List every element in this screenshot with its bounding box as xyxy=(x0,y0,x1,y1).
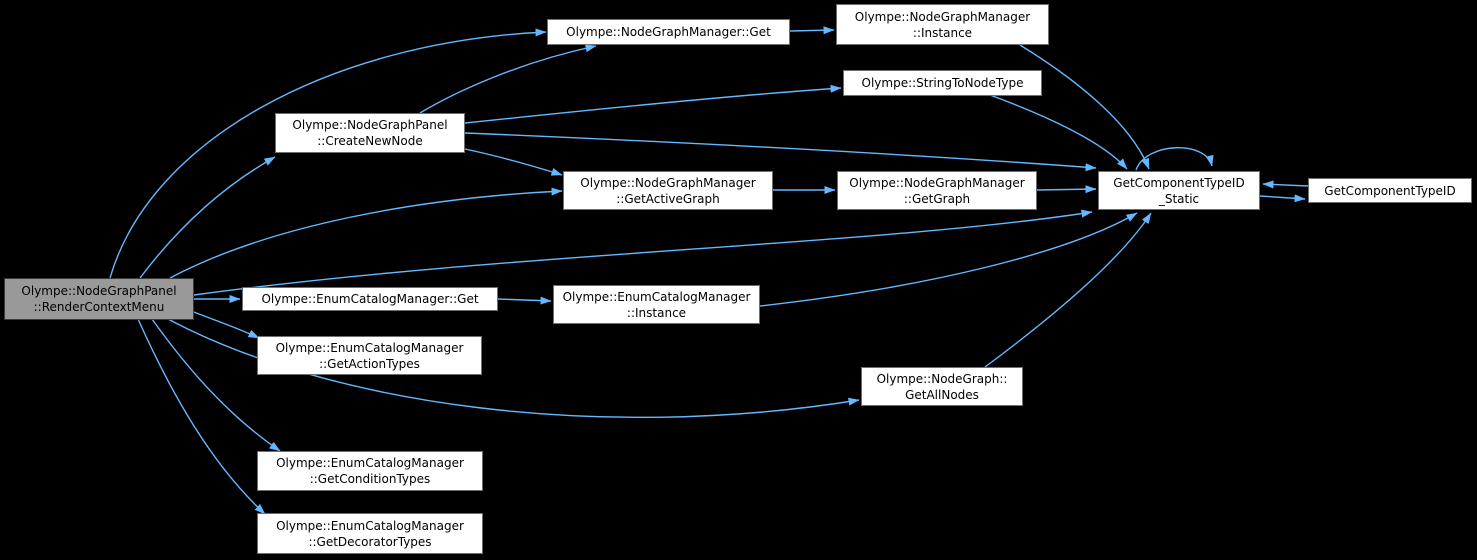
node-label-line: Olympe::NodeGraphManager xyxy=(849,175,1025,190)
node-label-line: ::RenderContextMenu xyxy=(33,300,165,314)
edge-stringtonodetype-to-getcomponenttypeid-static xyxy=(989,94,1128,170)
edge-getallnodes-to-getcomponenttypeid-static xyxy=(984,212,1152,368)
edge-getcomponenttypeid-to-static xyxy=(1262,180,1309,189)
node-label-line: Olympe::NodeGraph:: xyxy=(876,371,1008,386)
edge-rendercontextmenu-to-getactiontypes xyxy=(193,311,260,339)
node-label-line: Olympe::EnumCatalogManager::Get xyxy=(261,292,479,306)
edge-getgraph-to-getcomponenttypeid-static xyxy=(1036,185,1097,194)
node-render-context-menu[interactable]: Olympe::NodeGraphPanel ::RenderContextMe… xyxy=(4,278,194,320)
edge-nodegraphmanager-get-to-instance xyxy=(789,26,835,35)
edge-createnewnode-to-getactivegraph xyxy=(464,148,563,176)
node-string-to-node-type[interactable]: Olympe::StringToNodeType xyxy=(843,70,1042,96)
node-label-line: GetAllNodes xyxy=(905,387,979,402)
edge-enumcatalogmanager-instance-to-getcomponenttypeid-static xyxy=(759,212,1138,307)
node-label-line: ::GetDecoratorTypes xyxy=(308,534,432,549)
node-label-line: Olympe::NodeGraphManager::Get xyxy=(566,25,771,39)
edge-rendercontextmenu-to-getcomponenttypeid-static xyxy=(193,209,1093,296)
node-label-line: ::CreateNewNode xyxy=(317,134,423,148)
edge-enumcatalogmanager-get-to-instance xyxy=(497,296,552,305)
node-nodegraphmanager-get[interactable]: Olympe::NodeGraphManager::Get xyxy=(547,19,790,45)
node-label-line: ::GetActionTypes xyxy=(319,356,420,371)
node-get-all-nodes[interactable]: Olympe::NodeGraph:: GetAllNodes xyxy=(861,367,1023,406)
edge-rendercontextmenu-to-getconditiontypes xyxy=(151,318,281,452)
node-create-new-node[interactable]: Olympe::NodeGraphPanel ::CreateNewNode xyxy=(275,113,465,153)
node-get-graph[interactable]: Olympe::NodeGraphManager ::GetGraph xyxy=(837,171,1037,210)
node-label-line: ::GetActiveGraph xyxy=(616,191,720,206)
edge-createnewnode-to-stringtonodetype xyxy=(464,84,842,124)
edge-rendercontextmenu-to-getactivegraph xyxy=(169,187,563,279)
node-label-line: Olympe::StringToNodeType xyxy=(861,76,1024,90)
node-get-active-graph[interactable]: Olympe::NodeGraphManager ::GetActiveGrap… xyxy=(563,171,773,210)
edge-rendercontextmenu-to-getallnodes xyxy=(167,318,860,419)
edge-createnewnode-to-nodegraphmanager-get xyxy=(419,44,597,114)
node-nodegraphmanager-instance[interactable]: Olympe::NodeGraphManager ::Instance xyxy=(836,4,1049,45)
node-label-line: Olympe::EnumCatalogManager xyxy=(562,289,751,304)
edge-rendercontextmenu-to-getdecoratortypes xyxy=(137,318,266,515)
node-enumcatalogmanager-instance[interactable]: Olympe::EnumCatalogManager ::Instance xyxy=(553,285,760,324)
edge-nodegraphmanager-instance-to-getcomponenttypeid-static xyxy=(1019,44,1150,170)
edge-rendercontextmenu-to-createnewnode xyxy=(139,156,276,279)
node-get-component-type-id-static[interactable]: GetComponentTypeID _Static xyxy=(1098,171,1260,210)
node-label-line: Olympe::EnumCatalogManager xyxy=(276,518,464,533)
node-label-line: ::GetConditionTypes xyxy=(309,472,431,486)
node-label-line: Olympe::EnumCatalogManager xyxy=(276,456,464,470)
node-get-condition-types[interactable]: Olympe::EnumCatalogManager ::GetConditio… xyxy=(257,451,483,491)
edge-getcomponenttypeid-static-self-loop xyxy=(1135,147,1214,171)
node-label-line: ::Instance xyxy=(626,305,687,320)
node-label-line: Olympe::NodeGraphPanel xyxy=(21,284,177,298)
node-label-line: _Static xyxy=(1158,191,1200,206)
node-label-line: Olympe::NodeGraphPanel xyxy=(292,118,448,132)
node-enumcatalogmanager-get[interactable]: Olympe::EnumCatalogManager::Get xyxy=(242,287,498,311)
node-label-line: Olympe::NodeGraphManager xyxy=(580,175,756,190)
edge-createnewnode-to-getcomponenttypeid-static xyxy=(464,132,1097,172)
node-label-line: Olympe::EnumCatalogManager xyxy=(275,340,464,355)
node-get-component-type-id[interactable]: GetComponentTypeID xyxy=(1308,178,1472,203)
node-label-line: ::GetGraph xyxy=(903,191,971,206)
edge-rendercontextmenu-to-nodegraphmanager-get xyxy=(109,28,547,279)
node-label-line: Olympe::NodeGraphManager xyxy=(854,9,1031,24)
node-label-line: GetComponentTypeID xyxy=(1113,175,1245,190)
edge-getcomponenttypeid-static-to-getcomponenttypeid xyxy=(1259,194,1306,203)
node-label-line: GetComponentTypeID xyxy=(1324,183,1456,198)
node-get-decorator-types[interactable]: Olympe::EnumCatalogManager ::GetDecorato… xyxy=(257,513,483,554)
node-get-action-types[interactable]: Olympe::EnumCatalogManager ::GetActionTy… xyxy=(257,336,482,375)
node-label-line: ::Instance xyxy=(912,25,973,40)
